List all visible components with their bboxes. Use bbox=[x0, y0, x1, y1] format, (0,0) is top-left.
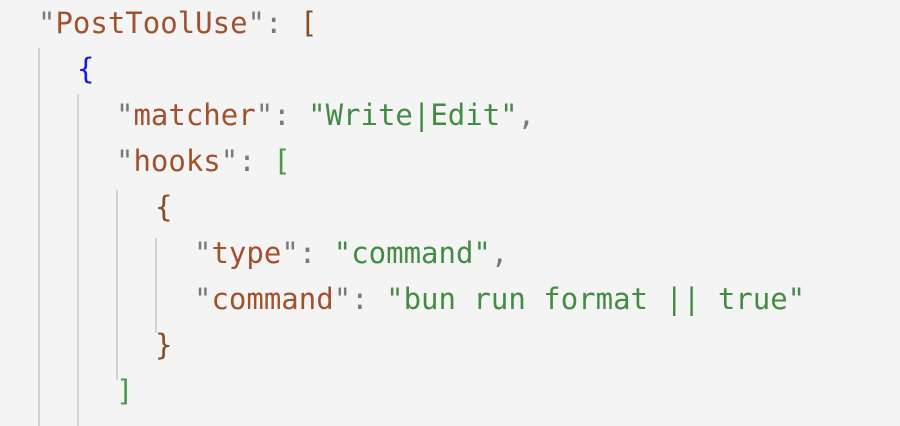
code-line[interactable]: { bbox=[0, 184, 900, 230]
space-glyph bbox=[291, 98, 308, 132]
space-glyph bbox=[316, 236, 333, 270]
quote-glyph: " bbox=[116, 144, 134, 178]
quote-glyph: " bbox=[247, 6, 265, 40]
code-line[interactable]: "matcher": "Write|Edit", bbox=[0, 92, 900, 138]
quote-glyph: " bbox=[333, 282, 352, 316]
code-line[interactable]: "type": "command", bbox=[0, 230, 900, 276]
indent-guide-level-3 bbox=[116, 190, 118, 380]
indent-guide-level-1 bbox=[38, 48, 40, 426]
colon-glyph: : bbox=[265, 6, 283, 40]
json-key-command: command bbox=[211, 282, 334, 316]
brace-open-glyph: { bbox=[155, 190, 173, 224]
space-glyph bbox=[369, 282, 386, 316]
quote-glyph: " bbox=[116, 98, 134, 132]
quote-glyph: " bbox=[194, 282, 212, 316]
brace-close-glyph: } bbox=[155, 328, 173, 362]
code-line[interactable]: "hooks": [ bbox=[0, 138, 900, 184]
quote-glyph: " bbox=[386, 282, 404, 316]
code-line[interactable]: "PostToolUse": [ bbox=[0, 0, 900, 46]
colon-glyph: : bbox=[238, 144, 256, 178]
json-value-matcher: Write|Edit bbox=[325, 98, 501, 132]
code-line[interactable]: } bbox=[0, 322, 900, 368]
quote-glyph: " bbox=[787, 282, 806, 316]
space-glyph bbox=[282, 6, 299, 40]
indent-guide-level-4 bbox=[155, 238, 157, 333]
code-line[interactable]: "command": "bun run format || true" bbox=[0, 276, 900, 322]
space-glyph bbox=[256, 144, 273, 178]
quote-glyph: " bbox=[255, 98, 274, 132]
comma-glyph: , bbox=[517, 98, 536, 132]
json-key-matcher: matcher bbox=[133, 98, 256, 132]
bracket-open-glyph: [ bbox=[299, 6, 318, 40]
code-line[interactable]: { bbox=[0, 46, 900, 92]
bracket-open-glyph: [ bbox=[273, 144, 291, 178]
colon-glyph: : bbox=[298, 236, 317, 270]
quote-glyph: " bbox=[473, 236, 491, 270]
colon-glyph: : bbox=[273, 98, 291, 132]
json-value-type: command bbox=[351, 236, 474, 270]
json-key-posttooluse: PostToolUse bbox=[55, 6, 248, 40]
bracket-close-glyph: ] bbox=[116, 374, 134, 408]
quote-glyph: " bbox=[38, 6, 56, 40]
quote-glyph: " bbox=[281, 236, 299, 270]
colon-glyph: : bbox=[351, 282, 369, 316]
brace-open-glyph: { bbox=[77, 52, 95, 86]
comma-glyph: , bbox=[490, 236, 509, 270]
indent-guide-level-2 bbox=[77, 94, 79, 426]
json-value-command: bun run format || true bbox=[403, 282, 788, 316]
json-key-hooks: hooks bbox=[133, 144, 221, 178]
quote-glyph: " bbox=[333, 236, 352, 270]
quote-glyph: " bbox=[220, 144, 239, 178]
quote-glyph: " bbox=[308, 98, 326, 132]
code-line[interactable]: ] bbox=[0, 368, 900, 414]
quote-glyph: " bbox=[500, 98, 518, 132]
json-key-type: type bbox=[211, 236, 282, 270]
code-line-list: "PostToolUse": [ { "matcher": "Write|Edi… bbox=[0, 0, 900, 414]
quote-glyph: " bbox=[194, 236, 212, 270]
